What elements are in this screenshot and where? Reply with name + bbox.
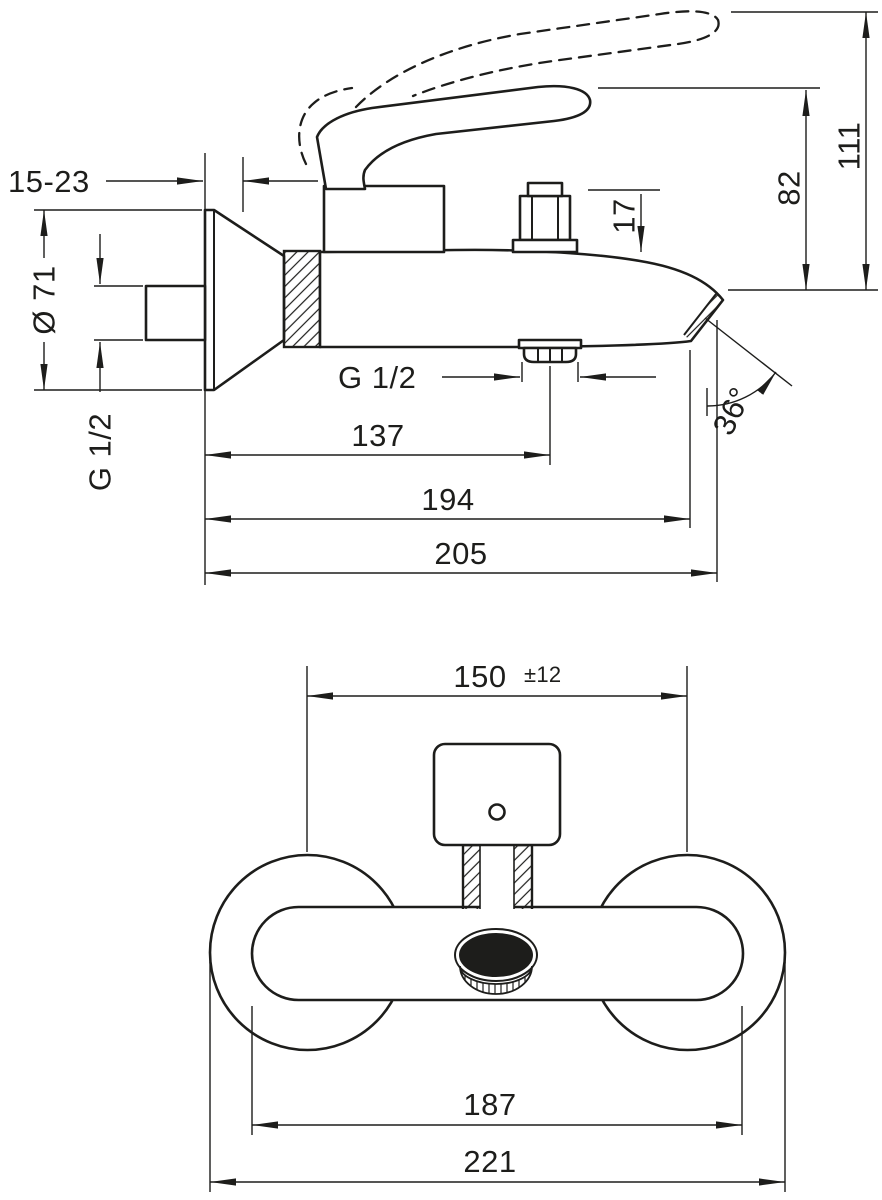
dim-outlet-thread: G 1/2	[338, 360, 656, 395]
shower-connection-top	[511, 181, 579, 254]
hand-shower-outlet	[517, 338, 583, 364]
dim-flange-diameter: Ø 71	[27, 209, 202, 391]
label-handle-height: 82	[772, 170, 807, 205]
dim-handle-height: 82	[598, 87, 878, 291]
label-body-width: 187	[463, 1087, 516, 1122]
label-outlet-distance: 137	[351, 418, 404, 453]
label-overall-height: 111	[832, 122, 867, 171]
cartridge-stem-inner	[479, 844, 515, 909]
label-connection-tolerance: ±12	[524, 662, 561, 687]
front-view: 150 ±12 187 221	[208, 659, 787, 1192]
dim-wall-offset: 15-23	[8, 157, 318, 212]
dim-spout-drop: 17	[588, 189, 660, 252]
flow-axis-line	[704, 317, 793, 387]
handle-lever	[315, 84, 592, 191]
connection-cap	[526, 181, 564, 198]
dashed-lever-pivot	[298, 86, 354, 166]
dim-wall-thread: G 1/2	[83, 234, 143, 491]
dim-spout-reach: 194	[205, 350, 691, 528]
label-spout-reach: 194	[421, 482, 474, 517]
label-overall-projection: 205	[434, 536, 487, 571]
label-wall-thread: G 1/2	[83, 413, 118, 491]
handle-dial	[488, 803, 506, 821]
label-wall-offset: 15-23	[8, 164, 90, 199]
dim-spout-angle: 36°	[704, 317, 793, 441]
handle-front	[432, 742, 562, 847]
dim-outlet-distance: 137	[205, 366, 551, 465]
dim-overall-projection: 205	[205, 320, 718, 582]
dim-connection-centers: 150 ±12	[306, 659, 688, 852]
side-view: 15-23 Ø 71 G 1/2 17 82	[8, 10, 878, 585]
label-connection-centers: 150	[453, 659, 506, 694]
label-spout-angle: 36°	[706, 382, 759, 441]
handle-base-block	[322, 184, 446, 254]
label-outlet-thread: G 1/2	[338, 360, 416, 395]
union-nut	[282, 249, 322, 349]
spout-face-hatch	[684, 294, 723, 341]
label-flange-diameter: Ø 71	[27, 265, 62, 334]
aerator	[459, 933, 533, 977]
wall-flange	[203, 208, 286, 392]
label-overall-width: 221	[463, 1144, 516, 1179]
handle-lever-raised-dashed	[298, 10, 720, 166]
wall-nipple	[144, 284, 207, 342]
connection-base	[511, 238, 579, 254]
aerator-ring-hatch	[459, 965, 533, 995]
label-spout-drop: 17	[607, 198, 642, 233]
connection-body	[518, 194, 572, 242]
dashed-lever-bottom-edge	[411, 18, 720, 98]
spout-body	[318, 248, 725, 349]
dim-overall-height: 111	[731, 11, 878, 290]
angle-arc	[706, 371, 777, 407]
dim-overall-width: 221	[209, 962, 786, 1192]
dashed-lever-top-edge	[354, 10, 720, 109]
dim-body-width: 187	[251, 1006, 743, 1135]
